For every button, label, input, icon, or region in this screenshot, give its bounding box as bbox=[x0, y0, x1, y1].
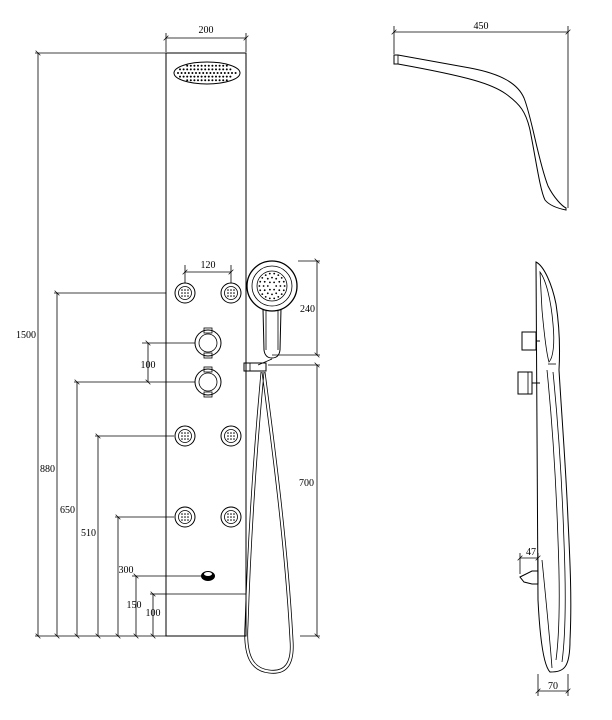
side-spout-dimension: 47 bbox=[520, 547, 538, 574]
hose-dimension: 700 bbox=[268, 365, 320, 636]
height-650-dimension: 650 bbox=[60, 382, 195, 636]
body-jet-bottom-right bbox=[220, 506, 242, 528]
height-dimension-label: 1500 bbox=[16, 330, 36, 341]
side-spout-label: 47 bbox=[526, 547, 536, 558]
body-jet-middle-right bbox=[220, 425, 242, 447]
shower-hose bbox=[244, 358, 294, 674]
width-dimension: 200 bbox=[166, 25, 246, 52]
rain-shower-head bbox=[173, 61, 241, 85]
handshower-dimension-label: 240 bbox=[300, 304, 315, 315]
panel-body bbox=[165, 52, 247, 637]
height-650-label: 650 bbox=[60, 505, 75, 516]
jet-spacing-dimension: 120 bbox=[185, 260, 231, 283]
side-valve-knob-top bbox=[521, 331, 540, 351]
height-100-label: 100 bbox=[146, 608, 161, 619]
side-bottom-dimension: 70 bbox=[538, 674, 568, 696]
diverter-valve bbox=[194, 327, 222, 359]
height-510-label: 510 bbox=[81, 528, 96, 539]
height-dimension: 1500 bbox=[16, 53, 166, 636]
side-panel-outline bbox=[393, 54, 567, 211]
hand-shower bbox=[181, 260, 298, 521]
handshower-holder bbox=[243, 362, 267, 372]
valve-spacing-dimension: 100 bbox=[141, 343, 195, 382]
jet-spacing-label: 120 bbox=[201, 260, 216, 271]
height-300-dimension: 300 bbox=[115, 517, 174, 636]
side-bottom-label: 70 bbox=[548, 681, 558, 692]
side-valve-knob-bottom bbox=[517, 371, 540, 395]
side-view: 450 47 70 bbox=[393, 21, 572, 696]
height-880-dimension: 880 bbox=[40, 293, 166, 636]
valve-spacing-label: 100 bbox=[141, 360, 156, 371]
side-depth-dimension: 450 bbox=[394, 21, 568, 208]
body-jet-bottom-left bbox=[174, 506, 196, 528]
side-depth-label: 450 bbox=[474, 21, 489, 32]
tub-spout bbox=[201, 571, 215, 581]
height-100-dimension: 100 bbox=[146, 594, 166, 636]
handshower-dimension: 240 bbox=[272, 261, 320, 355]
height-880-label: 880 bbox=[40, 464, 55, 475]
height-510-dimension: 510 bbox=[81, 436, 174, 636]
side-tub-spout bbox=[519, 570, 539, 585]
height-300-label: 300 bbox=[119, 565, 134, 576]
height-150-dimension: 150 bbox=[127, 576, 201, 636]
body-jet-middle-left bbox=[174, 425, 196, 447]
front-view: 200 1500 880 650 510 bbox=[16, 25, 320, 674]
thermostatic-valve bbox=[194, 366, 222, 398]
height-150-label: 150 bbox=[127, 600, 142, 611]
width-dimension-label: 200 bbox=[199, 25, 214, 36]
hose-dimension-label: 700 bbox=[299, 478, 314, 489]
side-panel-lower bbox=[535, 261, 572, 673]
